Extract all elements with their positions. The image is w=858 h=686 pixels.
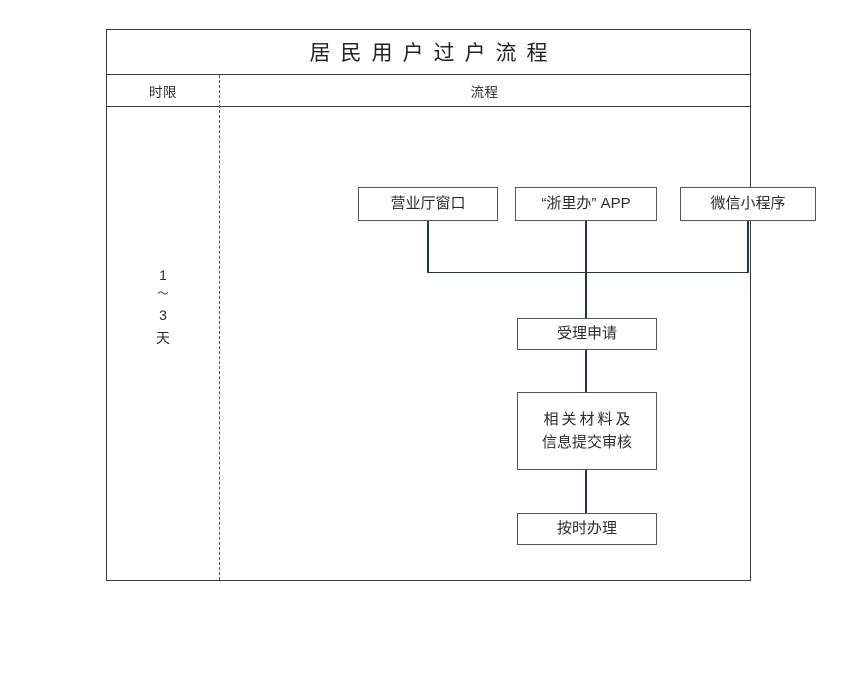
connector-stem-mini bbox=[747, 221, 749, 273]
connector-submit-to-handle bbox=[585, 470, 587, 513]
table-title-row: 居民用户过户流程 bbox=[107, 30, 750, 75]
node-step-handle-on-time[interactable]: 按时办理 bbox=[517, 513, 657, 545]
connector-trunk-to-accept bbox=[585, 271, 587, 318]
header-label-flow: 流程 bbox=[470, 84, 499, 100]
node-step-accept-application[interactable]: 受理申请 bbox=[517, 318, 657, 350]
node-step-handle-on-time-label: 按时办理 bbox=[556, 520, 617, 538]
duration-line-unit: 天 bbox=[156, 329, 170, 346]
node-channel-wechat-miniprogram-label: 微信小程序 bbox=[710, 195, 786, 213]
duration-line-1: 1 bbox=[159, 266, 167, 283]
duration-value-stack: 1 ～ 3 天 bbox=[156, 264, 170, 350]
connector-stem-app bbox=[585, 221, 587, 273]
flow-diagram: 营业厅窗口 “浙里办” APP 微信小程序 受理申请 相关材料及 信息提交审核 bbox=[219, 107, 816, 580]
page-title: 居民用户过户流程 bbox=[309, 42, 558, 65]
node-channel-zhejiang-app-label: “浙里办” APP bbox=[541, 195, 631, 213]
duration-cell: 1 ～ 3 天 bbox=[107, 107, 219, 580]
table-header-row: 时限 流程 bbox=[107, 75, 750, 107]
table-body: 1 ～ 3 天 营业厅窗口 bbox=[107, 107, 816, 580]
node-step-submit-materials[interactable]: 相关材料及 信息提交审核 bbox=[517, 392, 657, 470]
process-table: 居民用户过户流程 时限 流程 1 ～ 3 天 bbox=[106, 29, 816, 581]
node-channel-zhejiang-app[interactable]: “浙里办” APP bbox=[515, 187, 657, 221]
node-step-accept-application-label: 受理申请 bbox=[556, 325, 617, 343]
connector-bus-horizontal bbox=[427, 271, 748, 274]
header-cell-duration: 时限 bbox=[107, 75, 219, 106]
connector-accept-to-submit bbox=[585, 350, 587, 392]
node-channel-service-hall[interactable]: 营业厅窗口 bbox=[358, 187, 498, 221]
header-label-duration: 时限 bbox=[149, 84, 177, 100]
node-step-submit-materials-line2: 信息提交审核 bbox=[541, 434, 632, 451]
node-channel-service-hall-label: 营业厅窗口 bbox=[390, 195, 466, 213]
node-channel-wechat-miniprogram[interactable]: 微信小程序 bbox=[680, 187, 816, 221]
duration-line-tilde: ～ bbox=[157, 288, 169, 301]
duration-line-3: 3 bbox=[159, 306, 167, 323]
header-cell-flow: 流程 bbox=[219, 75, 750, 106]
column-divider-dashed bbox=[219, 75, 220, 580]
connector-stem-hall bbox=[427, 221, 429, 273]
node-step-submit-materials-line1: 相关材料及 bbox=[543, 410, 634, 428]
